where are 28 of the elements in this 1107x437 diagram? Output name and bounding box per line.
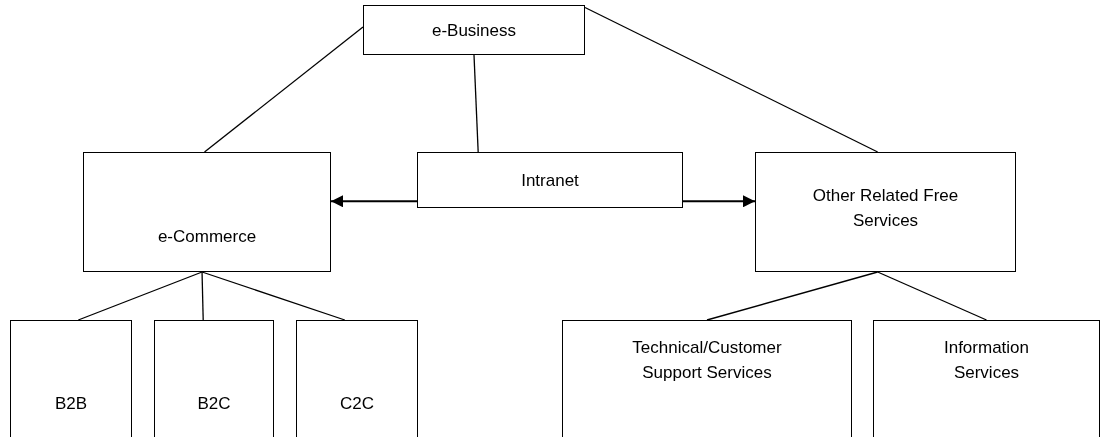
process-box bbox=[562, 320, 852, 437]
arrow bbox=[330, 195, 418, 208]
node-label: Other Related Free Services bbox=[811, 185, 960, 232]
process-box bbox=[417, 152, 683, 208]
process-box bbox=[363, 5, 585, 55]
connector-line bbox=[473, 54, 479, 153]
node-label: e-Business bbox=[431, 19, 517, 42]
node-label: C2C bbox=[340, 393, 374, 415]
node-label: B2C bbox=[197, 393, 231, 415]
node-label: B2B bbox=[54, 393, 88, 415]
connector-line bbox=[201, 271, 204, 321]
process-box bbox=[154, 320, 274, 437]
arrow bbox=[682, 195, 756, 208]
process-box bbox=[10, 320, 132, 437]
connector-line bbox=[201, 271, 346, 321]
process-box bbox=[296, 320, 418, 437]
process-box bbox=[873, 320, 1100, 437]
connector-line bbox=[584, 6, 879, 153]
node-label: Information Services bbox=[942, 337, 1030, 384]
connector-line bbox=[77, 271, 203, 321]
connector-line bbox=[203, 26, 364, 153]
process-box bbox=[83, 152, 331, 272]
node-label: Technical/Customer Support Services bbox=[631, 337, 783, 384]
connector-line bbox=[706, 271, 879, 321]
process-box bbox=[755, 152, 1016, 272]
node-label: Intranet bbox=[521, 169, 579, 192]
connector-line bbox=[877, 271, 988, 321]
node-label: e-Commerce bbox=[157, 226, 257, 248]
